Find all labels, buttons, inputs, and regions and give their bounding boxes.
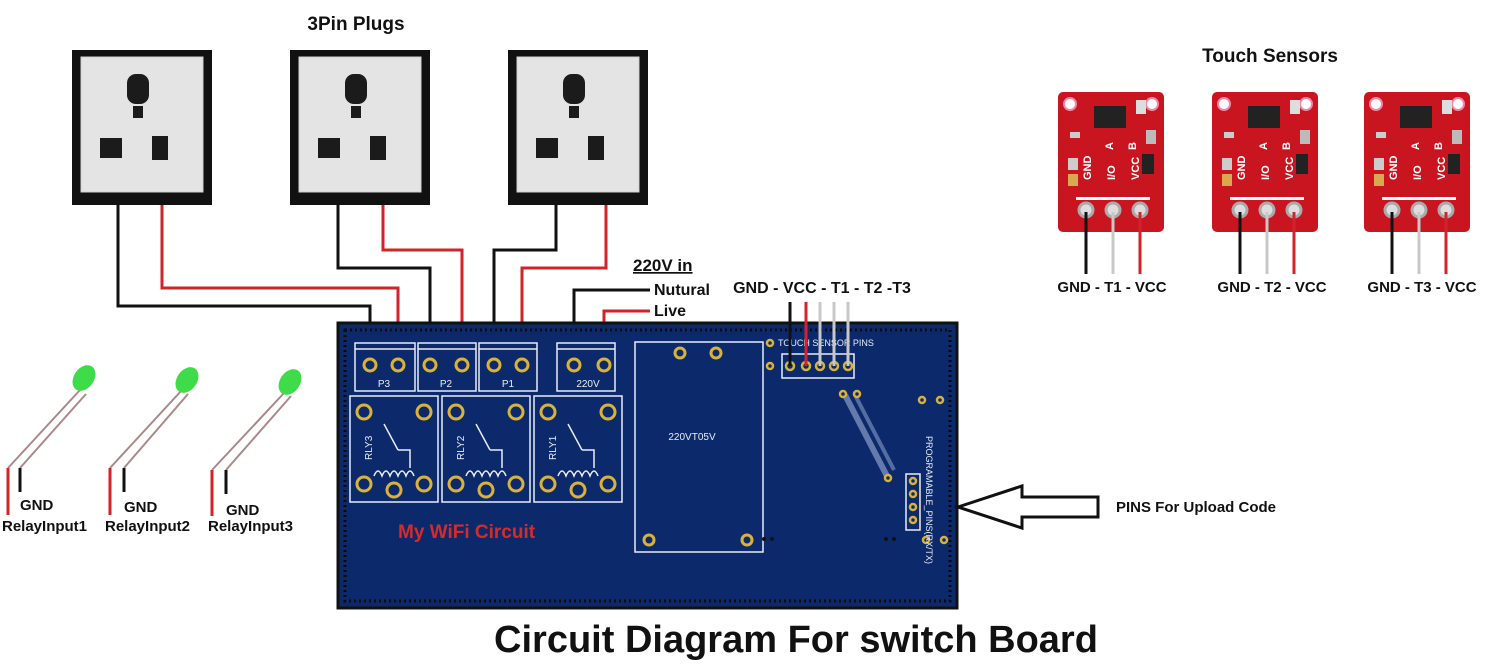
terminal-p2: P2 (440, 379, 453, 390)
led-3 (210, 369, 302, 516)
led-3-input: RelayInput3 (208, 518, 293, 535)
power-in-heading: 220V in (633, 256, 693, 275)
prog-pins-label: PROGRAMABLE_PINS(RX/TX) (924, 436, 934, 564)
touch-sensor-3: GND I/O VCC A B (1362, 90, 1476, 234)
socket-2 (289, 49, 431, 206)
sensor-3-b-pin: B (1433, 142, 1445, 150)
converter-label: 220VT05V (668, 432, 716, 443)
live-label: Live (654, 303, 686, 320)
led-2-gnd: GND (124, 499, 158, 516)
touch-header-label: GND - VCC - T1 - T2 -T3 (733, 280, 911, 297)
sensor-3-vcc-pin: VCC (1436, 157, 1448, 180)
sensor-3-io-pin: I/O (1412, 165, 1424, 180)
sensor-2-gnd-pin: GND (1236, 156, 1248, 181)
sensor-1-gnd-pin: GND (1082, 156, 1094, 181)
neutral-label: Nutural (654, 282, 710, 299)
pcb-board: P3 P2 P1 220V RLY3 RLY2 RLY1 220VT05V TO… (336, 321, 959, 610)
sensor-3-label: GND - T3 - VCC (1367, 279, 1476, 296)
sensor-wires (1084, 212, 1448, 274)
sensor-1-io-pin: I/O (1106, 165, 1118, 180)
sensor-2-a-pin: A (1258, 142, 1270, 150)
upload-arrow (953, 483, 1100, 531)
relay-2-label: RLY2 (456, 435, 467, 460)
led-2 (108, 367, 199, 515)
terminal-220v: 220V (576, 379, 600, 390)
sensor-1-a-pin: A (1104, 142, 1116, 150)
led-2-input: RelayInput2 (105, 518, 190, 535)
plugs-heading: 3Pin Plugs (307, 14, 404, 35)
sensor-3-a-pin: A (1410, 142, 1422, 150)
circuit-name: My WiFi Circuit (398, 522, 536, 543)
sensor-2-io-pin: I/O (1260, 165, 1272, 180)
relay-3-label: RLY3 (364, 435, 375, 460)
sensor-1-label: GND - T1 - VCC (1057, 279, 1166, 296)
touch-pins-label: TOUCH SENSOR PINS (778, 338, 874, 348)
led-1-input: RelayInput1 (2, 518, 87, 535)
sensor-3-gnd-pin: GND (1388, 156, 1400, 181)
relay-1-label: RLY1 (548, 435, 559, 460)
socket-3 (507, 49, 649, 206)
touch-sensor-1: GND I/O VCC A B (1056, 90, 1170, 234)
led-1 (6, 365, 96, 515)
led-3-gnd: GND (226, 502, 260, 519)
sensor-2-label: GND - T2 - VCC (1217, 279, 1326, 296)
terminal-p3: P3 (378, 379, 391, 390)
diagram-title: Circuit Diagram For switch Board (494, 619, 1098, 661)
terminal-p1: P1 (502, 379, 515, 390)
touch-header-wires (788, 302, 850, 366)
sensor-1-vcc-pin: VCC (1130, 157, 1142, 180)
led-1-gnd: GND (20, 497, 54, 514)
sensor-2-vcc-pin: VCC (1284, 157, 1296, 180)
touch-sensors-heading: Touch Sensors (1202, 46, 1338, 67)
touch-sensor-2: GND I/O VCC A B (1210, 90, 1324, 234)
socket-1 (71, 49, 213, 206)
sensor-1-b-pin: B (1127, 142, 1139, 150)
sensor-2-b-pin: B (1281, 142, 1293, 150)
upload-label: PINS For Upload Code (1116, 499, 1276, 516)
